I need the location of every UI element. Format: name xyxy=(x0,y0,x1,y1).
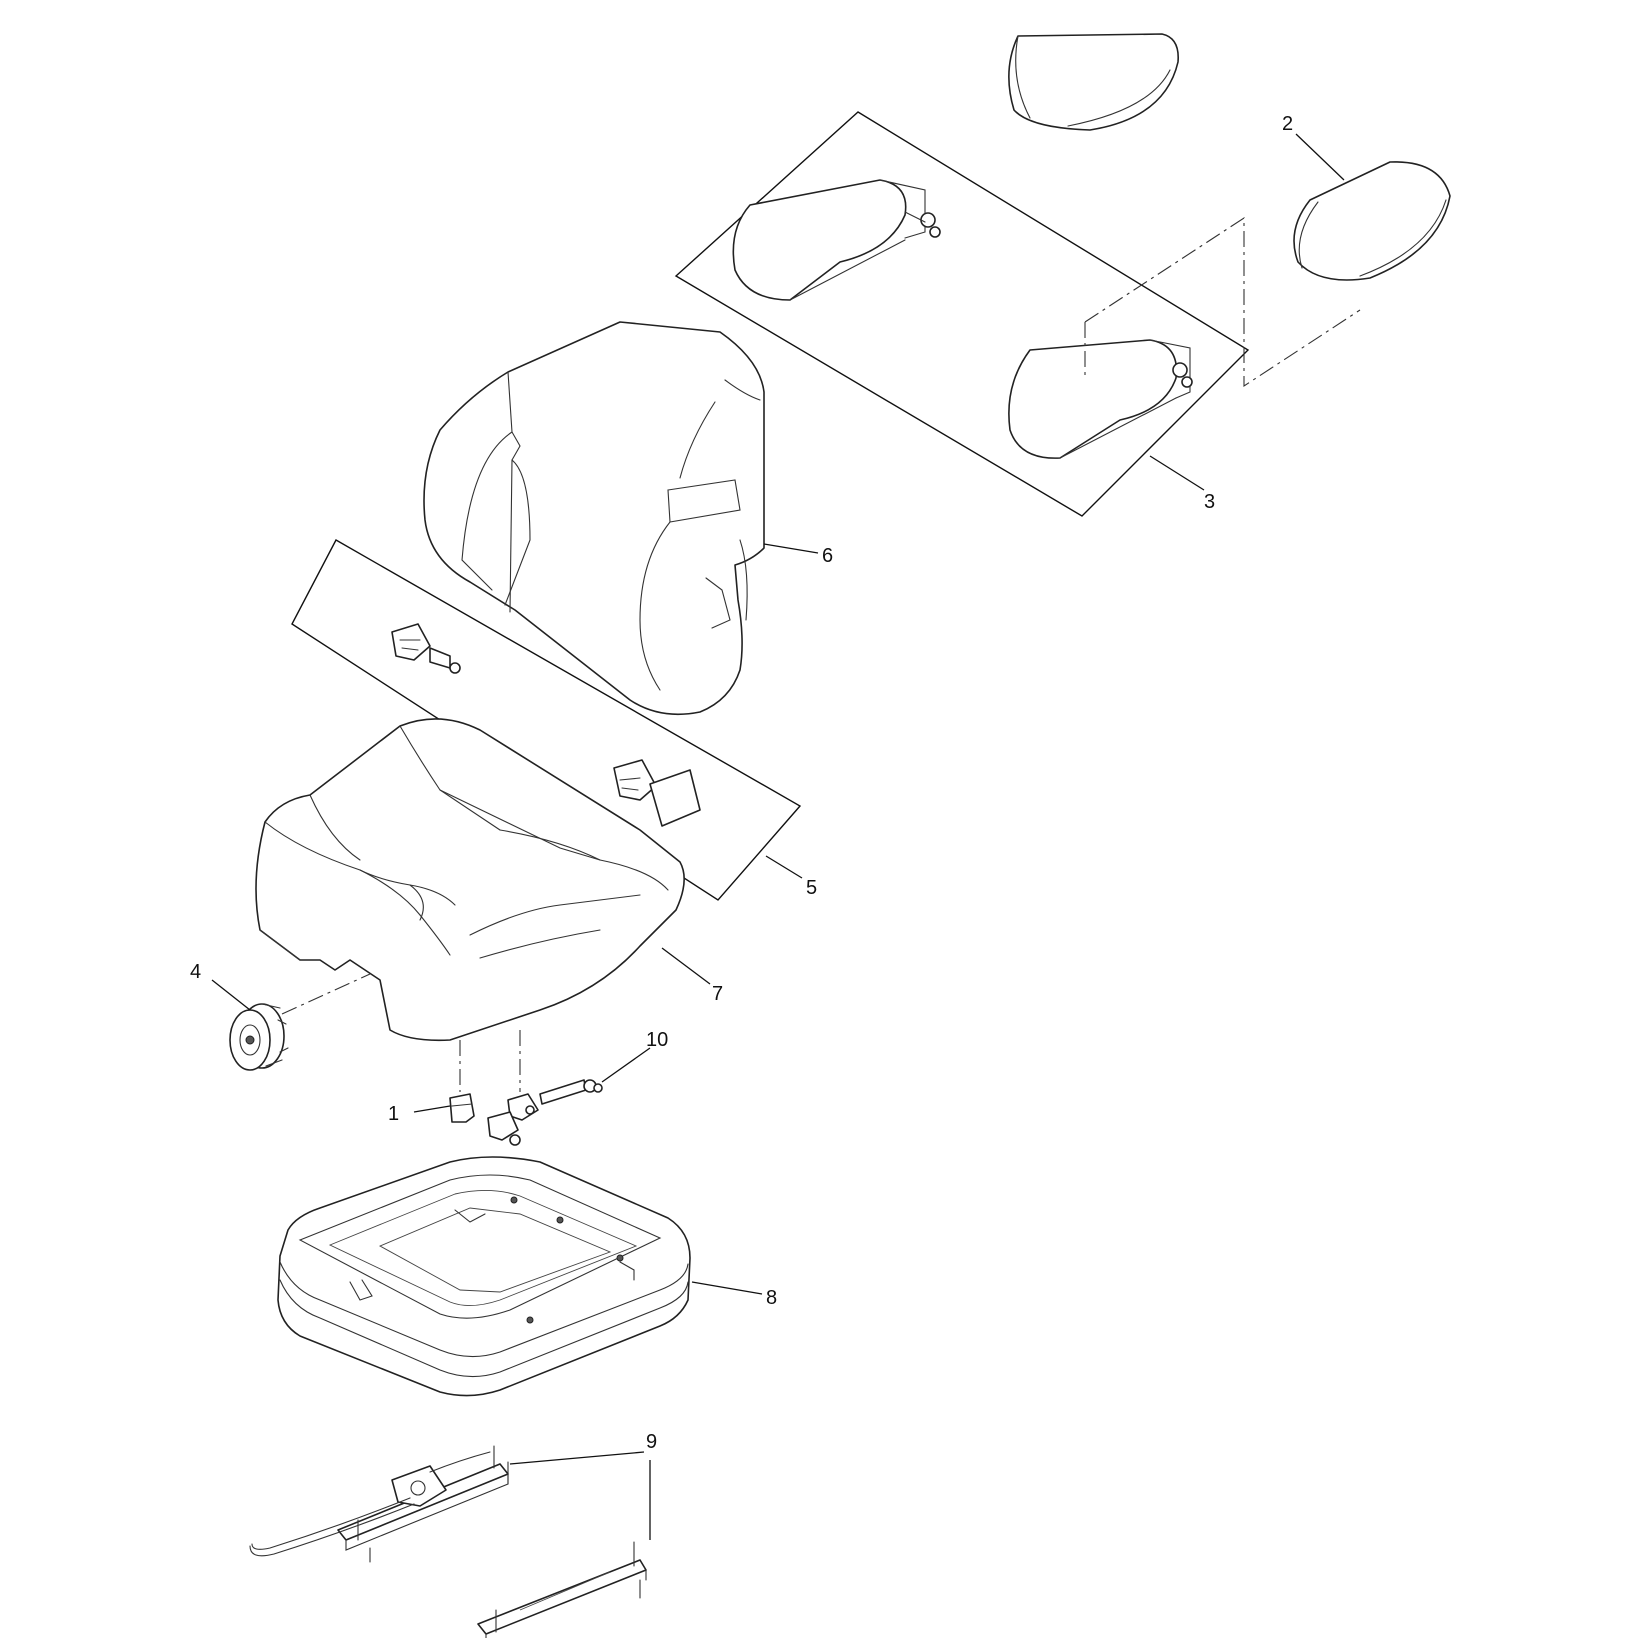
leader-line-6 xyxy=(763,543,819,554)
alignment-line-knob xyxy=(281,973,371,1015)
leader-line-9a xyxy=(509,1451,645,1465)
callout-2: 2 xyxy=(1282,113,1293,135)
seat-belt-kit-box xyxy=(291,539,802,901)
seat-belt-buckle xyxy=(613,759,701,827)
armrest-assembly-right xyxy=(1008,339,1193,459)
linkage-part-10 xyxy=(487,1079,603,1146)
leader-line-10 xyxy=(601,1047,651,1083)
alignment-line-armrest-1 xyxy=(1084,216,1361,388)
callout-10: 10 xyxy=(646,1029,668,1051)
leader-line-1 xyxy=(413,1105,451,1113)
seat-cushion-part-7 xyxy=(255,718,685,1042)
callout-4: 4 xyxy=(190,961,201,983)
clip-part-1 xyxy=(449,1093,475,1123)
adjustment-knob-part-4 xyxy=(229,1003,289,1071)
seat-belt-retractor xyxy=(391,623,461,674)
callout-6: 6 xyxy=(822,545,833,567)
slide-rail-plain-part-9 xyxy=(477,1541,647,1638)
callout-9: 9 xyxy=(646,1431,657,1453)
armrest-assembly-left xyxy=(732,179,941,301)
callout-1: 1 xyxy=(388,1103,399,1125)
suspension-base-part-8 xyxy=(277,1156,691,1397)
leader-line-8 xyxy=(691,1281,763,1295)
leader-line-7 xyxy=(661,947,711,985)
armrest-kit-box xyxy=(674,111,1250,517)
leader-line-3 xyxy=(1149,455,1205,491)
armrest-pad-top xyxy=(1008,33,1179,131)
leader-line-4 xyxy=(211,979,251,1011)
callout-7: 7 xyxy=(712,983,723,1005)
seat-back-part-6 xyxy=(423,321,765,716)
leader-line-5 xyxy=(765,855,803,879)
slide-rail-with-lever-part-9 xyxy=(249,1445,509,1563)
callout-8: 8 xyxy=(766,1287,777,1309)
armrest-pad-part-2 xyxy=(1293,161,1451,281)
callout-3: 3 xyxy=(1204,491,1215,513)
callout-5: 5 xyxy=(806,877,817,899)
leader-line-2 xyxy=(1295,133,1345,181)
